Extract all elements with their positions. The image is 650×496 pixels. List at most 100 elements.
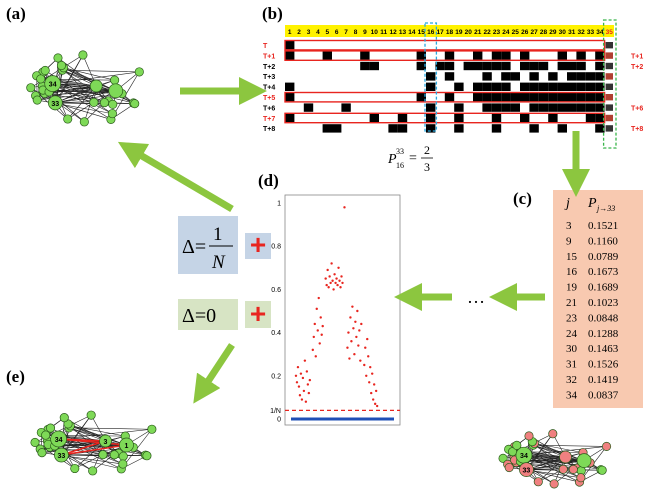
data-point [300,398,304,401]
target-cell [605,62,613,70]
network-edge [52,71,140,84]
data-point [371,372,374,375]
y-tick-label: 1/N [270,408,281,415]
network-node [32,95,42,105]
svg-text:Δ=: Δ= [182,236,206,258]
network-edge [55,90,116,104]
column-header: 1 [288,29,292,36]
column-highlight-35 [602,19,617,149]
svg-text:=: = [409,151,417,166]
data-point [356,309,359,313]
grid-cell [585,82,596,91]
column-header: 3 [307,29,311,36]
table-cell-p: 0.1419 [588,374,619,386]
network-edge [63,67,116,92]
network-edge [523,454,580,483]
network-node [597,465,607,475]
grid-cell [501,93,511,102]
table-header-p-sub: j→33 [596,204,615,213]
column-header: 14 [408,29,416,36]
network-edge-red [61,444,127,456]
network-edge [58,428,152,440]
network-node [548,429,558,439]
network-edge [61,414,92,456]
grid-cell [567,82,577,91]
grid-cell [285,93,295,102]
column-header: 12 [389,29,397,36]
network-node [30,437,40,448]
grid-cell [538,61,549,71]
network-node [558,464,568,474]
panel-label-a: (a) [6,4,26,23]
plus-icon-2: + [250,298,266,329]
grid-cell [416,93,426,102]
column-header: 31 [568,29,576,36]
network-edge [55,102,112,120]
column-highlight-16 [424,22,438,132]
network-node [512,440,522,450]
data-point [357,344,360,347]
data-point [358,329,361,332]
grid-cell [567,72,577,81]
rule-box-2: Δ=0 + [178,298,271,330]
network-node [78,50,88,60]
network-node [41,430,51,440]
grid-cell [501,51,511,60]
grid-cell [529,82,539,91]
grid-cell [397,124,408,133]
grid-cell [576,103,586,112]
data-point [369,365,372,369]
row-label: T+3 [263,74,275,81]
network-node [37,448,47,458]
flow-arrows [117,77,590,404]
table-cell-j: 23 [566,312,578,324]
network-node [504,462,514,473]
network-node [89,97,99,107]
column-header: 17 [436,29,444,36]
column-header: 10 [371,29,379,36]
network-node [119,437,134,453]
network-edge [534,443,585,461]
data-point [351,305,354,308]
data-point [332,288,335,291]
target-cell [605,52,613,59]
network-edge [534,443,584,453]
network-node [568,464,578,475]
column-header-bar [285,25,614,37]
rule-box-1: Δ= 1 N + [178,216,271,274]
column-header: 11 [380,29,387,36]
data-point [321,324,324,328]
table-cell-j: 24 [566,328,578,340]
grid-cell [538,93,549,102]
data-point [324,277,327,280]
column-header: 24 [502,29,510,36]
data-point [330,262,333,265]
column-header: 19 [455,29,463,36]
data-point [308,378,312,382]
data-point [367,355,370,358]
network-edge [526,460,585,470]
column-header: 34 [596,29,604,36]
grid-cell [557,51,567,60]
grid-cell [369,113,379,123]
column-header: 28 [540,29,548,36]
target-cell [605,42,613,49]
grid-cell [285,51,295,60]
target-cell [605,73,613,80]
network-node [498,453,508,463]
network-edge [55,85,97,104]
data-point [373,402,377,406]
y-tick-label: 0.8 [271,244,281,251]
network-node [89,79,103,93]
panel-label-b: (b) [262,4,283,23]
table-cell-p: 0.1023 [588,297,619,309]
column-header: 18 [446,29,454,36]
table-cell-j: 32 [566,374,577,386]
grid-cell [595,103,605,112]
grid-cell [576,82,586,91]
table-cell-j: 19 [566,282,578,294]
network-node [59,413,69,423]
column-header: 15 [418,29,426,36]
network-node [45,423,56,433]
